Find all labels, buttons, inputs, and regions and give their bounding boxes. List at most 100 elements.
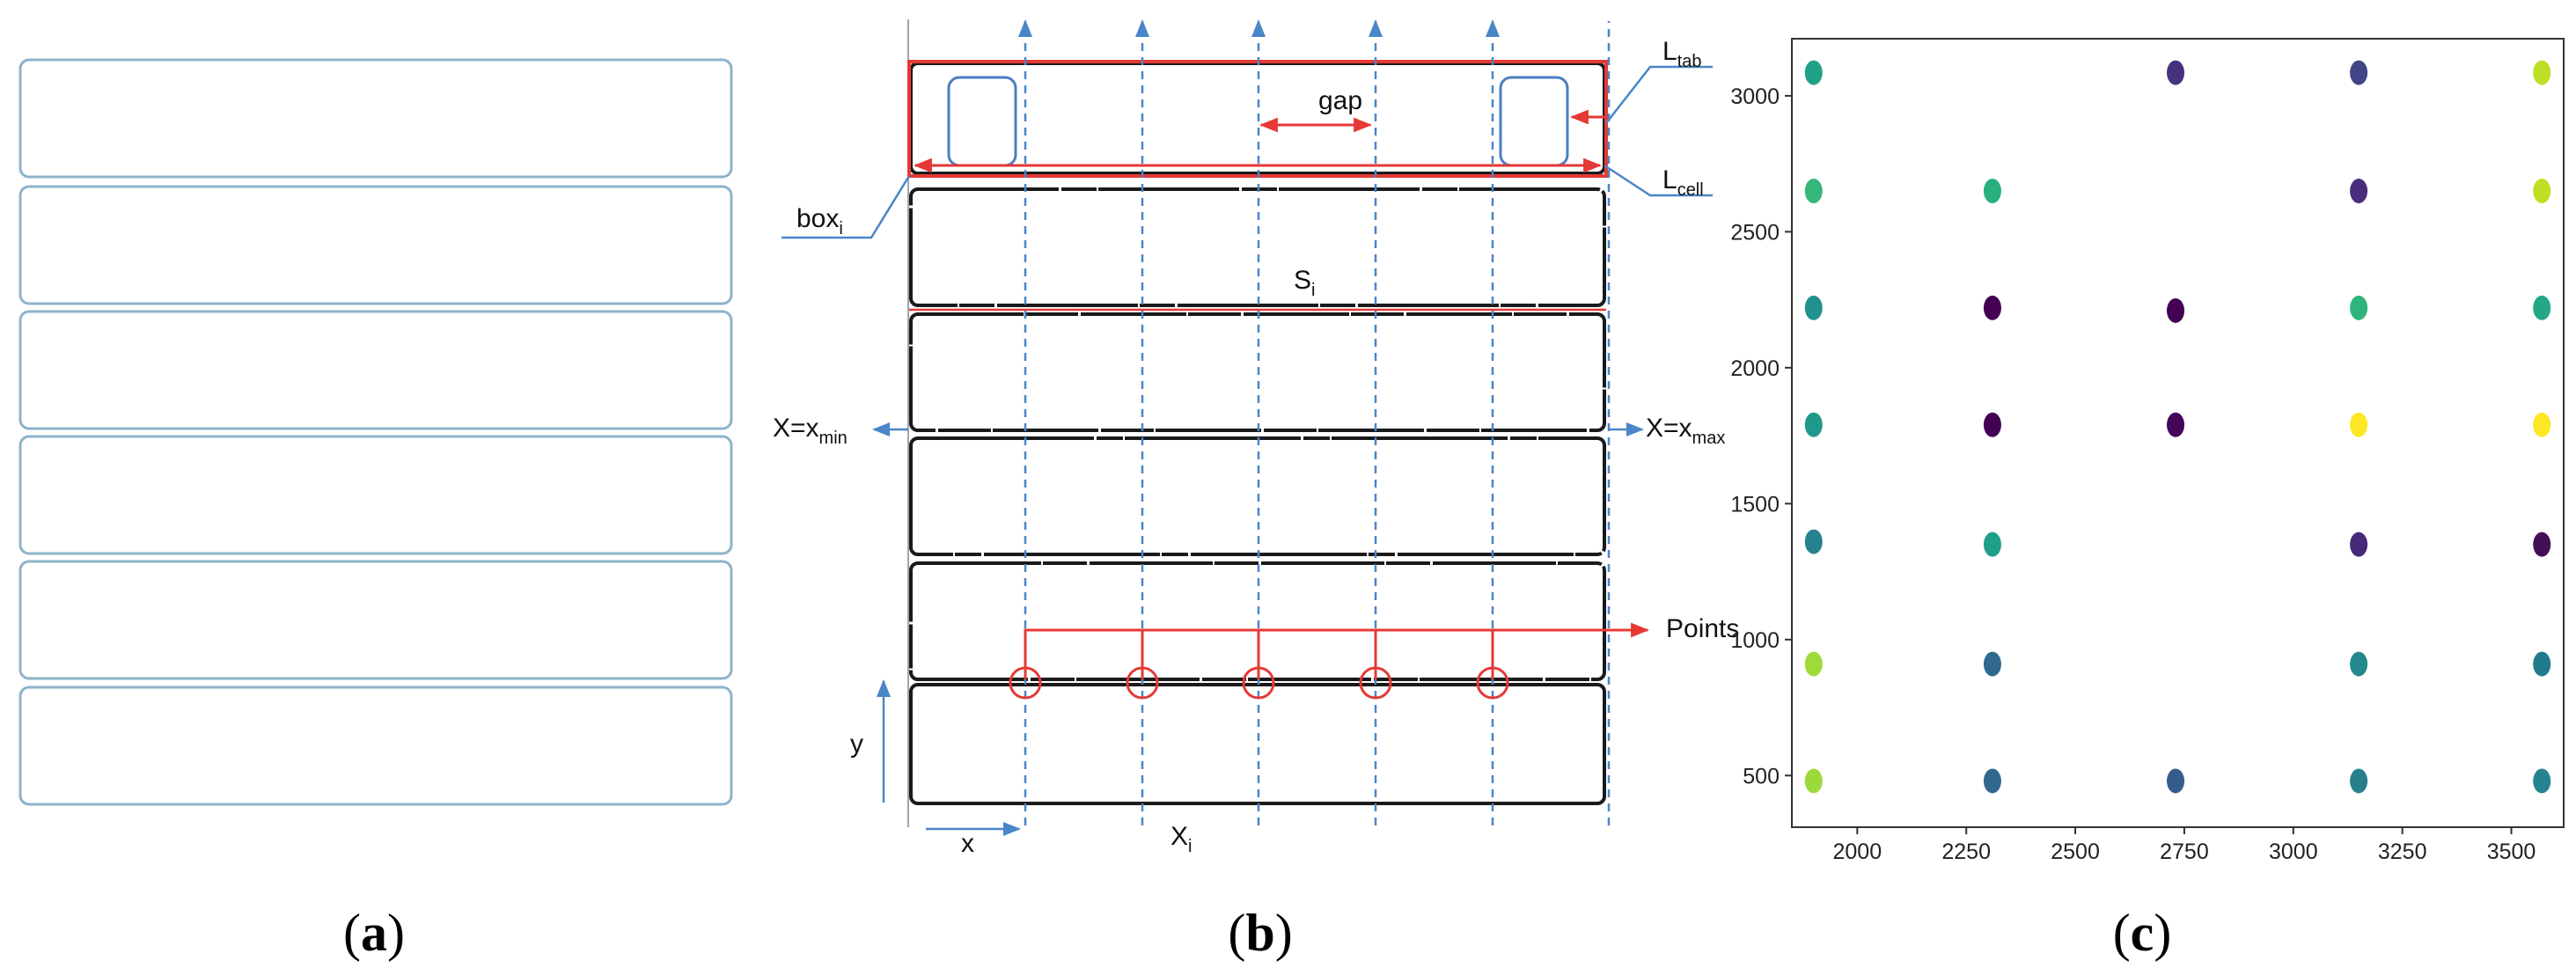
xi-label-sub: i — [1188, 837, 1192, 856]
caption-c-letter: c — [2131, 904, 2154, 962]
scatter-point-3 — [2533, 60, 2551, 85]
caption-a: (a) — [343, 904, 405, 962]
caption-b: (b) — [1228, 904, 1292, 962]
scatter-point-27 — [1983, 768, 2001, 794]
scatter-point-23 — [1983, 651, 2001, 677]
scatter-point-12 — [2533, 295, 2551, 320]
box-label-sub: i — [839, 219, 842, 238]
box-label: boxi — [796, 204, 843, 238]
caption-c: (c) — [2113, 904, 2172, 962]
x-tick-label-0: 2000 — [1833, 840, 1882, 864]
xmin-label-main: X=x — [773, 414, 819, 443]
y-ticks: 500 1000 1500 2000 2500 3000 — [1730, 84, 1792, 788]
x-tick-label-1: 2250 — [1941, 840, 1991, 864]
scatter-point-0 — [1804, 60, 1823, 85]
panel-b-cell-6 — [909, 683, 1606, 805]
scatter-point-1 — [2167, 60, 2185, 85]
y-tick-label-0: 500 — [1743, 764, 1780, 788]
x-tick-label-2: 2500 — [2051, 840, 2100, 864]
scatter-point-10 — [2167, 297, 2185, 323]
l-cell-label-main: L — [1662, 165, 1677, 194]
xi-label: Xi — [1171, 822, 1192, 856]
scatter-point-21 — [2533, 532, 2551, 557]
y-tick-label-2: 1500 — [1730, 492, 1780, 517]
l-tab-label: Ltab — [1662, 37, 1702, 71]
l-tab-label-main: L — [1662, 37, 1677, 66]
x-tick-label-4: 3000 — [2269, 840, 2318, 864]
scatter-point-25 — [2533, 651, 2551, 677]
s-label: Si — [1294, 266, 1315, 300]
scatter-point-7 — [2533, 179, 2551, 204]
tab-left — [947, 76, 1017, 167]
scatter-point-17 — [2533, 412, 2551, 437]
box-leader — [782, 175, 911, 239]
gap-label: gap — [1318, 86, 1362, 115]
y-tick-label-5: 3000 — [1730, 84, 1780, 109]
scatter-point-22 — [1804, 651, 1823, 677]
scatter-point-20 — [2350, 532, 2368, 557]
x-tick-label-6: 3500 — [2487, 840, 2536, 864]
l-cell-label: Lcell — [1662, 165, 1704, 200]
scatter-point-16 — [2350, 412, 2368, 437]
scatter-point-5 — [1983, 179, 2001, 204]
points-bracket — [1024, 628, 1493, 679]
point-circle-2 — [1126, 666, 1159, 700]
panel-a-cell-2 — [18, 185, 733, 305]
l-cell-leader — [1604, 164, 1713, 197]
scatter-point-8 — [1804, 295, 1823, 320]
scatter-point-26 — [1804, 768, 1823, 794]
scatter-point-9 — [1983, 295, 2001, 320]
x-ticks: 2000 2250 2500 2750 3000 3250 3500 — [1833, 827, 2536, 864]
scatter-point-24 — [2350, 651, 2368, 677]
panel-a-cell-6 — [18, 686, 733, 806]
panel-a-cell-1 — [18, 58, 733, 179]
panel-a-cell-5 — [18, 560, 733, 680]
l-tab-leader — [1605, 65, 1713, 124]
data-points — [1804, 60, 2551, 794]
points-label: Points — [1666, 614, 1739, 643]
scatter-point-2 — [2350, 60, 2368, 85]
scatter-point-18 — [1804, 529, 1823, 554]
point-circle-5 — [1476, 666, 1509, 700]
scatter-point-13 — [1804, 412, 1823, 437]
point-circle-3 — [1242, 666, 1275, 700]
scatter-point-14 — [1983, 412, 2001, 437]
x-tick-label-3: 2750 — [2160, 840, 2209, 864]
panel-a — [18, 58, 733, 806]
scatter-point-19 — [1983, 532, 2001, 557]
box-label-main: box — [796, 204, 839, 233]
panel-a-cell-4 — [18, 435, 733, 555]
scatter-point-30 — [2533, 768, 2551, 794]
x-label: x — [961, 829, 974, 858]
s-label-sub: i — [1311, 281, 1315, 300]
xmax-label-sub: max — [1692, 429, 1726, 448]
l-tab-label-sub: tab — [1677, 52, 1702, 71]
x-tick-label-5: 3250 — [2378, 840, 2427, 864]
s-label-main: S — [1294, 266, 1311, 295]
xi-label-main: X — [1171, 822, 1188, 851]
xmin-label-sub: min — [819, 429, 848, 448]
xmax-label: X=xmax — [1646, 414, 1725, 448]
y-tick-label-1: 1000 — [1730, 628, 1780, 653]
point-circle-1 — [1009, 666, 1042, 700]
y-tick-label-4: 2500 — [1730, 220, 1780, 245]
panel-a-cell-3 — [18, 310, 733, 430]
scatter-point-4 — [1804, 179, 1823, 204]
scatter-point-11 — [2350, 295, 2368, 320]
y-tick-label-3: 2000 — [1730, 356, 1780, 381]
xmax-label-main: X=x — [1646, 414, 1692, 443]
scatter-point-29 — [2350, 768, 2368, 794]
scatter-point-6 — [2350, 179, 2368, 204]
tab-right — [1499, 76, 1569, 167]
scatter-point-28 — [2167, 768, 2185, 794]
caption-a-letter: a — [361, 904, 387, 962]
panel-b: gap Ltab Lcell boxi Si X=xmin X=xmax Poi… — [773, 19, 1739, 858]
scatter-point-15 — [2167, 412, 2185, 437]
caption-b-letter: b — [1245, 904, 1274, 962]
point-circle-4 — [1359, 666, 1392, 700]
scatter-chart: 2000 2250 2500 2750 3000 3250 3500 500 1000 1500… — [1730, 38, 2565, 864]
y-label: y — [850, 730, 863, 759]
xmin-label: X=xmin — [773, 414, 848, 448]
l-cell-label-sub: cell — [1677, 180, 1704, 200]
